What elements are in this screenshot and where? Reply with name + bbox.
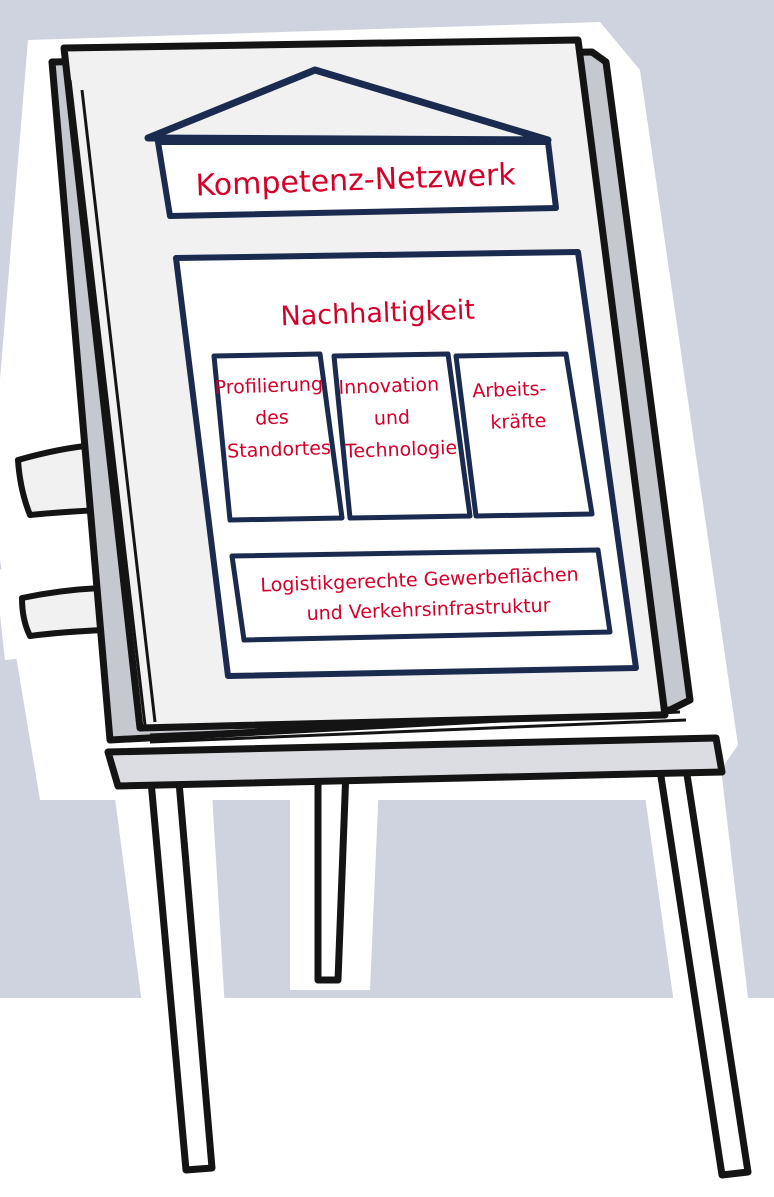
pillar-2-line-1: Innovation: [338, 373, 439, 398]
floor: [0, 998, 774, 1197]
title-band: [155, 139, 559, 219]
foundation-box: [229, 547, 613, 643]
pillar-1-line-2: des: [255, 406, 289, 429]
pillar-3-line-2: kräfte: [490, 410, 547, 434]
page-tabs: [15, 442, 107, 639]
pillar-2-line-3: Technologie: [344, 437, 458, 463]
easel-tray: [104, 734, 726, 790]
paper-edge-lines: [68, 79, 687, 744]
body-title: Nachhaltigkeit: [280, 295, 475, 333]
pillar-box-2: [331, 351, 473, 521]
easel-legs: [146, 764, 752, 1179]
pillar-1-line-3: Standortes: [227, 437, 331, 463]
pillar-label-1: Profilierung des Standortes: [214, 373, 331, 463]
leg-middle: [314, 766, 350, 984]
pillar-3-line-1: Arbeits-: [472, 378, 547, 403]
pillar-label-2: Innovation und Technologie: [338, 373, 458, 463]
pillar-box-1: [211, 351, 345, 523]
house-diagram: [144, 66, 639, 679]
pillar-1-line-1: Profilierung: [214, 373, 323, 399]
pillar-box-3: [453, 351, 595, 519]
pillar-label-3: Arbeits- kräfte: [472, 378, 547, 434]
pillar-2-line-2: und: [373, 406, 410, 429]
